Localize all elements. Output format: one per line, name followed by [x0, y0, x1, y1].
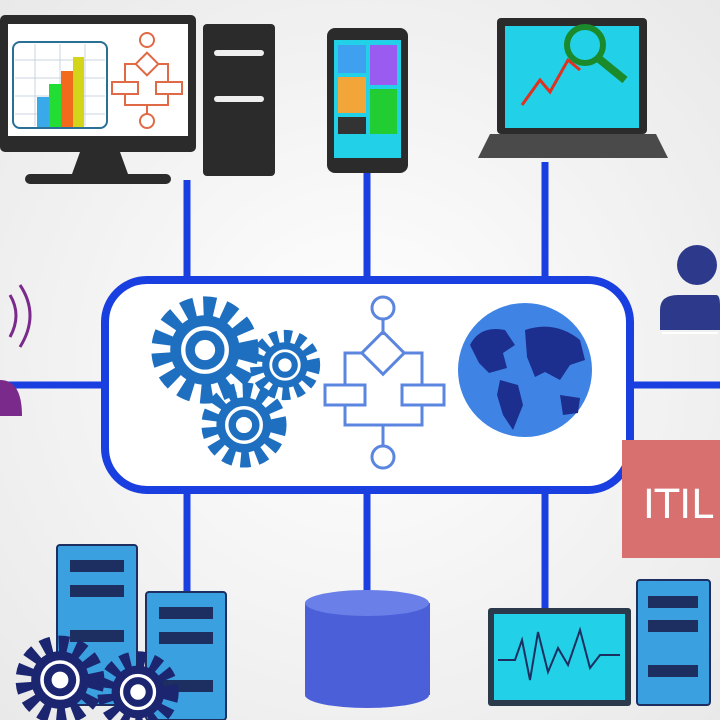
server-icon	[636, 579, 711, 706]
globe-icon	[458, 303, 592, 437]
itil-label: ITIL	[643, 482, 714, 528]
connector-lines	[0, 162, 720, 608]
smartphone-icon	[327, 28, 408, 173]
wifi-icon	[0, 284, 32, 416]
user-group-icon	[660, 245, 720, 334]
desktop-computer-icon	[0, 15, 196, 184]
flowchart-icon	[323, 295, 446, 470]
database-icon	[305, 590, 430, 708]
pc-tower-icon	[203, 24, 275, 176]
itil-badge: ITIL	[622, 440, 720, 558]
laptop-analytics-icon	[478, 18, 668, 158]
monitor-waveform-icon	[488, 608, 631, 706]
